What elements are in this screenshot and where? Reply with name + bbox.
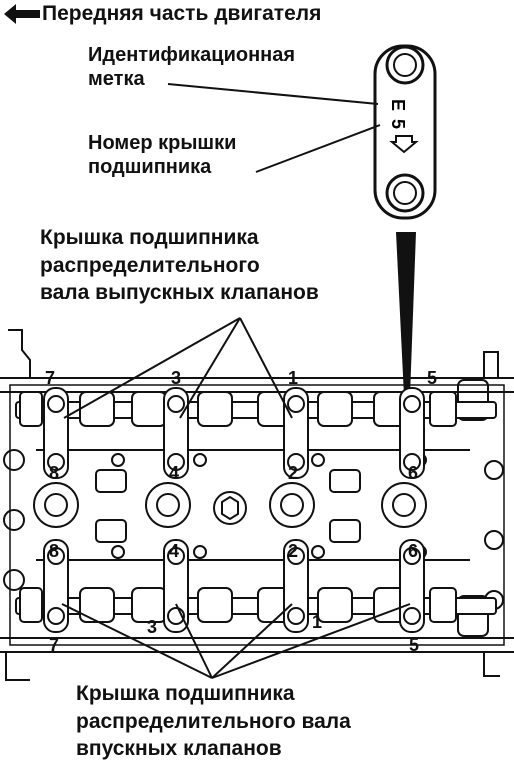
cap-number-label: Номер крышки подшипника xyxy=(88,132,236,179)
cap-number-leader xyxy=(255,124,381,173)
exhaust-bearing-caps xyxy=(43,387,425,479)
cap-number-in-bottom-3: 1 xyxy=(312,612,322,632)
cap-number-ex-top-1: 7 xyxy=(45,368,55,388)
cap-number-ex-top-2: 3 xyxy=(171,368,181,388)
intake-leaders xyxy=(61,603,411,679)
cap-number-ex-bottom-2: 4 xyxy=(169,463,179,483)
intake-bearing-caps xyxy=(43,539,425,633)
cap-direction-arrow-icon xyxy=(389,135,419,154)
cap-number-in-top-4: 6 xyxy=(408,541,418,561)
exhaust-caps-line-1: Крышка подшипника xyxy=(40,226,259,249)
cap-id-letter: E xyxy=(388,99,408,111)
id-mark-line-1: Идентификационная xyxy=(88,44,296,66)
exhaust-leaders xyxy=(63,317,293,419)
exhaust-caps-label: Крышка подшипника распределительного вал… xyxy=(40,224,319,307)
cap-number-in-bottom-4: 5 xyxy=(409,635,419,655)
id-mark-line-2: метка xyxy=(88,67,145,90)
intake-caps-line-3: впускных клапанов xyxy=(76,737,282,761)
cap-number-ex-bottom-1: 8 xyxy=(49,463,59,483)
cap-number-ex-top-4: 5 xyxy=(427,368,437,388)
intake-cap-c xyxy=(283,539,309,633)
id-mark-label: Идентификационная метка xyxy=(88,44,295,91)
cap-id-digit: 5 xyxy=(388,119,408,129)
cap-number-in-top-3: 2 xyxy=(288,541,298,561)
exhaust-cap-c xyxy=(283,387,309,479)
cap-number-line-1: Номер крышки xyxy=(88,132,237,154)
intake-caps-label: Крышка подшипника распределительного вал… xyxy=(76,680,351,763)
exhaust-cap-d xyxy=(399,387,425,479)
cap-number-ex-top-3: 1 xyxy=(288,368,298,388)
exhaust-cap-b xyxy=(163,387,189,479)
cap-number-in-bottom-2: 3 xyxy=(147,617,157,637)
cap-number-line-2: подшипника xyxy=(88,155,212,178)
exhaust-caps-line-2: распределительного xyxy=(40,253,260,277)
id-mark-leader xyxy=(167,83,379,105)
front-arrow-icon xyxy=(4,4,40,24)
cap-number-in-top-2: 4 xyxy=(169,541,179,561)
front-direction-label: Передняя часть двигателя xyxy=(42,2,322,25)
cap-number-ex-bottom-4: 6 xyxy=(408,463,418,483)
cylinder-head xyxy=(0,329,514,681)
cap-number-in-top-1: 8 xyxy=(49,541,59,561)
intake-caps-line-1: Крышка подшипника xyxy=(76,682,295,705)
intake-cap-d xyxy=(399,539,425,633)
intake-cap-a xyxy=(43,539,69,633)
intake-caps-line-2: распределительного вала xyxy=(76,709,351,733)
cap-number-ex-bottom-3: 2 xyxy=(288,463,298,483)
exhaust-cap-a xyxy=(43,387,69,479)
detail-wedge xyxy=(396,232,416,396)
exhaust-caps-line-3: вала выпускных клапанов xyxy=(40,281,319,305)
bearing-cap-detail: E 5 xyxy=(373,44,437,220)
cap-number-in-bottom-1: 7 xyxy=(49,635,59,655)
